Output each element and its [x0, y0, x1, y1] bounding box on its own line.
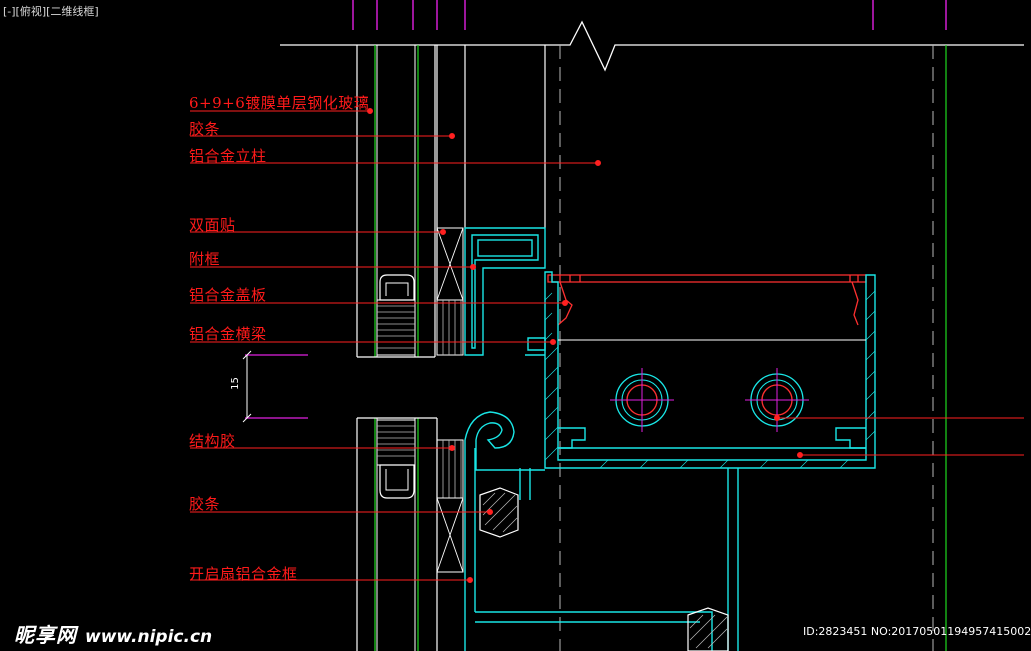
screw-boss-left	[610, 368, 674, 432]
watermark: 昵享网 www.nipic.cn	[14, 619, 212, 648]
mullion-outline	[436, 45, 546, 356]
callout-rubber-strip-2: 胶条	[189, 495, 221, 513]
gasket-lower	[379, 464, 415, 499]
callout-transom: 铝合金横梁	[189, 325, 267, 343]
callout-cover-plate: 铝合金盖板	[189, 286, 267, 304]
screw-boss-right	[745, 368, 809, 432]
dimension-marker	[242, 350, 308, 423]
callout-sub-frame: 附框	[189, 250, 221, 268]
hidden-lines	[559, 45, 934, 651]
transom-hatch	[544, 290, 876, 469]
upper-glass-panel	[356, 45, 436, 358]
sub-frame-profile	[464, 227, 546, 356]
transom-profile	[525, 271, 876, 469]
watermark-logo: 昵享网	[14, 623, 77, 647]
callout-glass: 6+9+6镀膜单层钢化玻璃	[189, 94, 370, 112]
break-line	[280, 20, 1024, 72]
image-id: ID:2823451 NO:20170501194957415002	[803, 625, 1031, 638]
sash-seal-upper	[479, 487, 519, 538]
leader-lines	[190, 108, 1024, 583]
dimension-value: 15	[229, 377, 241, 390]
watermark-site: www.nipic.cn	[85, 627, 213, 647]
callout-rubber-strip-1: 胶条	[189, 120, 221, 138]
callout-mullion: 铝合金立柱	[189, 147, 267, 165]
lower-glass-panel	[356, 417, 464, 651]
callout-structural-adhesive: 结构胶	[189, 432, 236, 450]
cover-plate-profile	[547, 274, 867, 326]
sash-seal-lower	[687, 607, 729, 651]
callout-opening-sash-frame: 开启扇铝合金框	[189, 565, 298, 583]
gasket-upper	[379, 274, 415, 301]
opening-sash-frame-profile	[464, 411, 739, 651]
viewport-label[interactable]: [-][俯视][二维线框]	[3, 5, 99, 18]
axis-ticks-top	[352, 0, 947, 30]
callout-double-sided-tape: 双面贴	[189, 216, 236, 234]
